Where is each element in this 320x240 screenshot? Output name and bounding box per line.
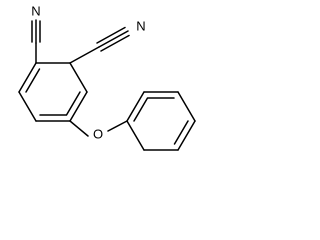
ring-double-bond-inner bbox=[173, 120, 189, 145]
ring-bond bbox=[177, 120, 196, 151]
ring-bond bbox=[18, 91, 37, 122]
ring-double-bond-inner bbox=[25, 68, 41, 93]
ring-bond bbox=[126, 120, 145, 151]
ring-bond bbox=[18, 62, 37, 93]
ring-bond bbox=[177, 91, 196, 122]
oxygen-atom-label: O bbox=[93, 127, 103, 142]
ring-bond bbox=[126, 91, 145, 122]
phenyl-ring-right bbox=[126, 91, 196, 151]
nitrile-group-2: N bbox=[69, 19, 148, 64]
triple-bond bbox=[98, 30, 129, 48]
triple-bond bbox=[96, 26, 126, 44]
single-bond bbox=[107, 120, 128, 132]
ether-linkage: O bbox=[69, 120, 128, 142]
single-bond bbox=[69, 46, 100, 64]
ring-double-bond-inner bbox=[133, 97, 149, 122]
ring-bond bbox=[69, 62, 88, 93]
nitrogen-atom-label: N bbox=[136, 19, 145, 34]
nitrogen-atom-label: N bbox=[31, 4, 40, 19]
ring-double-bond-inner bbox=[65, 91, 81, 116]
single-bond bbox=[69, 120, 89, 137]
ring-bond bbox=[69, 91, 88, 122]
chemical-structure-diagram: N N O bbox=[18, 4, 196, 151]
nitrile-group-1: N bbox=[29, 4, 43, 64]
benzene-ring-left bbox=[18, 62, 88, 122]
triple-bond bbox=[100, 34, 130, 52]
